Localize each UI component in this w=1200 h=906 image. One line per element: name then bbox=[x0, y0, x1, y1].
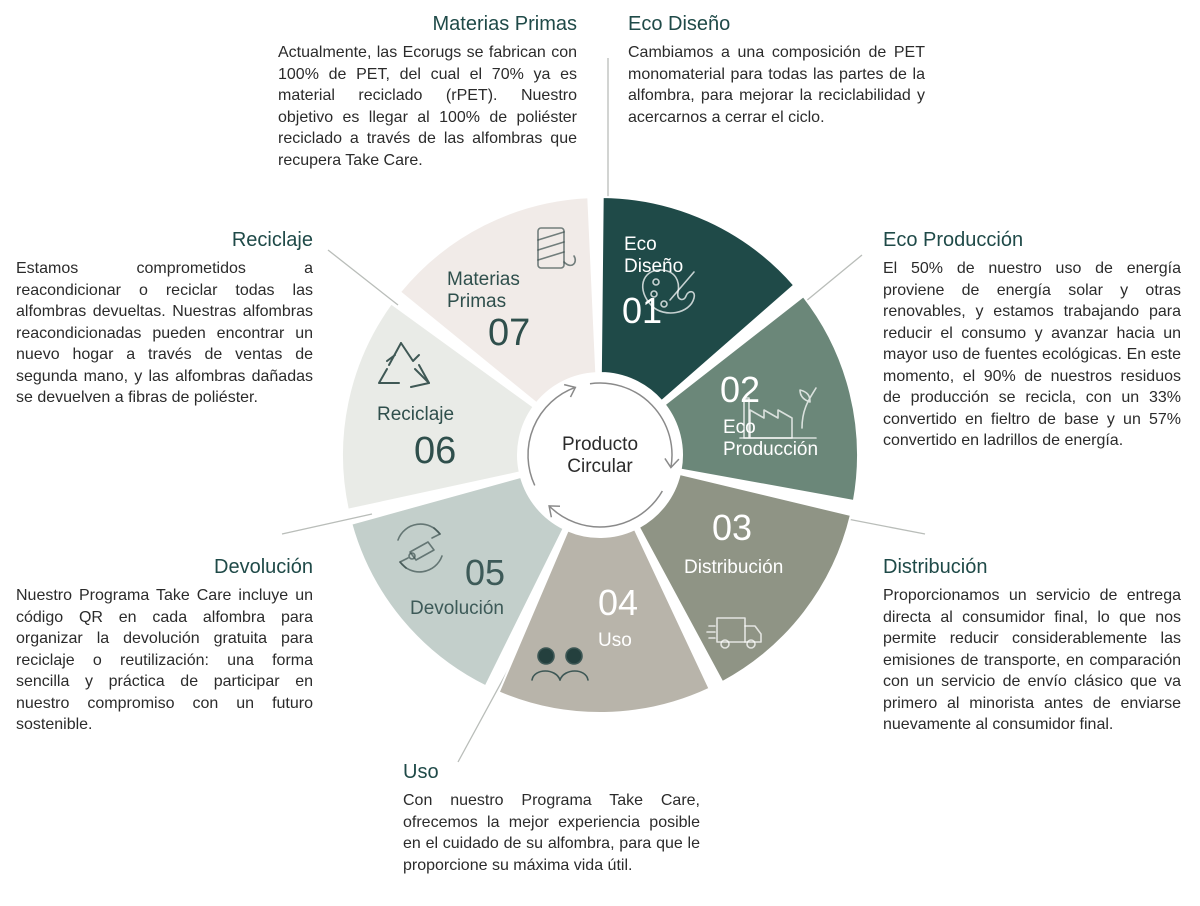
description-text: Actualmente, las Ecorugs se fabrican con… bbox=[278, 44, 577, 169]
description-text: Nuestro Programa Take Care incluye un có… bbox=[16, 587, 313, 733]
segment-shape bbox=[350, 475, 565, 688]
description-text: El 50% de nuestro uso de energía provien… bbox=[883, 260, 1181, 449]
connector-line bbox=[281, 513, 373, 535]
people-icon bbox=[531, 647, 589, 681]
stage-label: Materias bbox=[447, 269, 520, 290]
factory-icon bbox=[739, 387, 817, 439]
description-title: Materias Primas bbox=[432, 13, 577, 35]
stage-number: 03 bbox=[712, 507, 752, 548]
description-eco-produccion: Eco Producción El 50% de nuestro uso de … bbox=[883, 228, 1181, 452]
cycle-arrow-arc bbox=[527, 386, 576, 486]
description-text: Estamos comprometidos a reacondicionar o… bbox=[16, 260, 313, 406]
cycle-arrow-arc bbox=[589, 382, 673, 468]
center-title-line1: Producto bbox=[562, 434, 638, 455]
stage-number: 06 bbox=[414, 430, 456, 472]
yarn-icon bbox=[537, 227, 577, 269]
arrow-head-icon bbox=[548, 505, 561, 518]
stage-label: Reciclaje bbox=[377, 404, 454, 425]
description-title: Eco Producción bbox=[883, 229, 1024, 251]
stage-number: 05 bbox=[465, 552, 505, 593]
segment-shape bbox=[497, 528, 711, 714]
description-devolucion: Devolución Nuestro Programa Take Care in… bbox=[16, 555, 313, 736]
stage-label: Primas bbox=[447, 291, 506, 312]
truck-icon bbox=[706, 617, 762, 649]
stage-label: Devolución bbox=[410, 598, 504, 619]
wheel-segments: 01EcoDiseño02EcoProducción03Distribución… bbox=[341, 196, 859, 714]
arrow-head-icon bbox=[664, 457, 680, 469]
description-title: Reciclaje bbox=[231, 229, 313, 251]
description-title: Eco Diseño bbox=[628, 13, 731, 35]
stage-number: 04 bbox=[598, 582, 638, 623]
connector-line bbox=[327, 249, 399, 306]
stage-label: Eco bbox=[624, 234, 657, 255]
cycle-arrow-arc bbox=[548, 490, 664, 528]
segment-shape bbox=[398, 196, 598, 405]
cycle-arrows bbox=[527, 382, 680, 528]
segment-shape bbox=[599, 196, 796, 403]
description-title: Distribución bbox=[883, 556, 988, 578]
segment-reciclaje: 06 Reciclaje bbox=[341, 302, 535, 511]
center-title-line2: Circular bbox=[567, 456, 633, 477]
description-title: Devolución bbox=[214, 556, 313, 578]
description-title: Uso bbox=[403, 761, 439, 783]
recycle-icon bbox=[378, 342, 430, 388]
stage-number: 07 bbox=[488, 312, 530, 354]
segment-shape bbox=[637, 473, 852, 684]
description-materias-primas: Materias Primas Actualmente, las Ecorugs… bbox=[278, 12, 577, 171]
stage-label: Distribución bbox=[684, 557, 783, 578]
return-icon bbox=[397, 523, 443, 573]
palette-icon bbox=[641, 269, 696, 314]
description-distribucion: Distribución Proporcionamos un servicio … bbox=[883, 555, 1181, 736]
arrow-head-icon bbox=[563, 383, 577, 398]
description-text: Con nuestro Programa Take Care, ofrecemo… bbox=[403, 792, 700, 874]
stage-label: Uso bbox=[598, 630, 632, 651]
center-hub: Producto Circular bbox=[527, 382, 680, 528]
description-uso: Uso Con nuestro Programa Take Care, ofre… bbox=[403, 760, 700, 876]
description-reciclaje: Reciclaje Estamos comprometidos a reacon… bbox=[16, 228, 313, 409]
segment-shape bbox=[341, 302, 535, 511]
description-text: Proporcionamos un servicio de entrega di… bbox=[883, 587, 1181, 733]
stage-number: 02 bbox=[720, 369, 760, 410]
stage-label: Producción bbox=[723, 439, 818, 460]
stage-label: Eco bbox=[723, 417, 756, 438]
description-eco-diseno: Eco Diseño Cambiamos a una composición d… bbox=[628, 12, 925, 128]
segment-shape bbox=[663, 295, 859, 502]
connector-line bbox=[799, 254, 863, 307]
stage-label: Diseño bbox=[624, 256, 683, 277]
description-text: Cambiamos a una composición de PET monom… bbox=[628, 44, 925, 126]
